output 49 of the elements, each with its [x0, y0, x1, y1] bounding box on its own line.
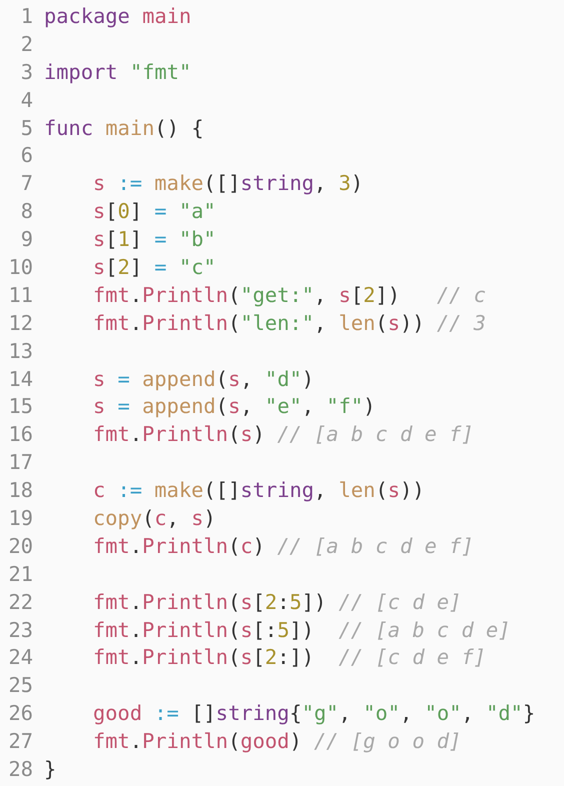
line-number: 21: [7, 560, 33, 588]
code-line: fmt.Println(s[2:]) // [c d e f]: [93, 644, 486, 672]
line-number: 14: [7, 366, 33, 393]
line-number: 10: [7, 254, 33, 282]
line-number: 2: [20, 30, 33, 58]
line-number: 17: [7, 449, 33, 476]
line-number: 8: [20, 198, 33, 226]
code-line: fmt.Println(c) // [a b c d e f]: [93, 532, 474, 560]
code-line: package main: [44, 3, 192, 30]
code-line: fmt.Println(s[2:5]) // [c d e]: [93, 588, 462, 616]
line-number: 11: [7, 282, 33, 309]
line-number: 9: [20, 226, 33, 254]
code-line: c := make([]string, len(s)): [93, 477, 425, 504]
line-number: 25: [7, 672, 33, 700]
line-number: 22: [7, 588, 33, 616]
line-number: 19: [7, 505, 33, 532]
code-line: s = append(s, "d"): [93, 366, 314, 393]
line-number: 3: [20, 58, 33, 86]
line-number: 24: [7, 644, 33, 672]
line-number: 7: [20, 170, 33, 198]
line-number: 13: [7, 338, 33, 365]
code-line: copy(c, s): [93, 505, 216, 532]
code-line: func main() {: [44, 114, 204, 142]
code-line: s[2] = "c": [93, 254, 216, 282]
code-line: s := make([]string, 3): [93, 170, 364, 198]
line-number: 20: [7, 532, 33, 560]
code-line: fmt.Println(s[:5]) // [a b c d e]: [93, 616, 510, 644]
code-line: fmt.Println(good) // [g o o d]: [93, 728, 462, 756]
code-line: fmt.Println(s) // [a b c d e f]: [93, 421, 474, 448]
line-number: 27: [7, 728, 33, 756]
code-line: fmt.Println("get:", s[2]) // c: [93, 282, 486, 309]
code-line: }: [44, 756, 56, 784]
line-number: 5: [20, 114, 33, 142]
line-number: 1: [20, 3, 33, 30]
code-line: s = append(s, "e", "f"): [93, 393, 376, 420]
code-line: good := []string{"g", "o", "o", "d"}: [93, 700, 536, 728]
line-number: 15: [7, 393, 33, 420]
code-line: fmt.Println("len:", len(s)) // 3: [93, 310, 486, 337]
code-line: s[1] = "b": [93, 226, 216, 254]
line-number: 28: [7, 756, 33, 784]
code-line: import "fmt": [44, 58, 192, 86]
line-number: 12: [7, 310, 33, 337]
code-line: s[0] = "a": [93, 198, 216, 226]
line-number: 16: [7, 421, 33, 448]
line-number: 23: [7, 616, 33, 644]
line-number: 26: [7, 700, 33, 728]
line-number: 18: [7, 477, 33, 504]
line-number: 6: [20, 142, 33, 170]
line-number: 4: [20, 86, 33, 114]
